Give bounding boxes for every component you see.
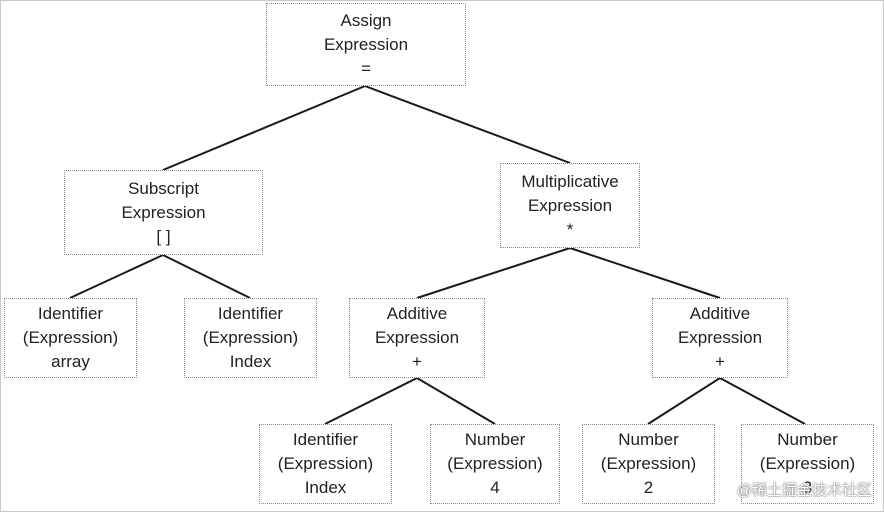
edge-add2-num3 bbox=[719, 377, 806, 425]
node-label-line: (Expression) bbox=[22, 328, 119, 347]
node-label-line: 3 bbox=[802, 478, 813, 497]
node-label-line: Identifier bbox=[292, 430, 359, 449]
node-label-line: Expression bbox=[121, 202, 206, 222]
node-label-line: Multiplicative bbox=[521, 171, 619, 191]
node-number-4: Number (Expression) 4 bbox=[430, 424, 560, 504]
node-label-line: Expression bbox=[527, 195, 613, 215]
node-label-line: Assign bbox=[340, 10, 392, 30]
edge-assign-mult bbox=[364, 85, 571, 164]
edge-mult-add2 bbox=[569, 247, 721, 299]
node-multiplicative-expression: Multiplicative Expression * bbox=[500, 163, 640, 248]
node-label-line: Subscript bbox=[128, 178, 199, 198]
node-label-line: 2 bbox=[643, 478, 654, 497]
node-label-line: 4 bbox=[490, 478, 500, 497]
node-label-line: Expression bbox=[677, 328, 763, 347]
node-label-line: = bbox=[361, 58, 371, 78]
node-label-line: [ ] bbox=[156, 226, 171, 246]
node-label-line: Identifier bbox=[37, 304, 104, 323]
node-subscript-expression: Subscript Expression [ ] bbox=[64, 170, 263, 255]
edge-assign-subscript bbox=[162, 85, 366, 171]
node-label-line: Identifier bbox=[217, 304, 284, 323]
node-label-line: Additive bbox=[689, 304, 751, 323]
node-label-line: (Expression) bbox=[759, 454, 856, 473]
node-label-line: Additive bbox=[386, 304, 448, 323]
edge-add2-num2 bbox=[647, 377, 721, 425]
edge-mult-add1 bbox=[416, 247, 571, 299]
node-label-line: Number bbox=[618, 430, 679, 449]
node-label-line: (Expression) bbox=[600, 454, 697, 473]
watermark-text: @稀土掘金技术社区 bbox=[736, 482, 872, 499]
node-additive-expression-left: Additive Expression + bbox=[349, 298, 485, 378]
node-label-line: Expression bbox=[374, 328, 460, 347]
node-label-line: * bbox=[566, 219, 574, 239]
node-assign-expression: Assign Expression = bbox=[266, 3, 466, 86]
node-label-line: + bbox=[412, 352, 422, 371]
edge-add1-num4 bbox=[416, 377, 496, 425]
node-number-3: Number (Expression) 3 bbox=[741, 424, 874, 504]
node-identifier-index-bottom: Identifier (Expression) Index bbox=[259, 424, 392, 504]
node-label-line: Index bbox=[304, 478, 347, 497]
edge-subscript-id-index bbox=[162, 254, 251, 299]
node-identifier-index: Identifier (Expression) Index bbox=[184, 298, 317, 378]
node-label-line: (Expression) bbox=[447, 454, 543, 473]
node-label-line: Expression bbox=[323, 34, 409, 54]
edge-subscript-id-array bbox=[69, 254, 164, 299]
node-label-line: Number bbox=[777, 430, 838, 449]
node-label-line: (Expression) bbox=[202, 328, 299, 347]
node-label-line: Index bbox=[229, 352, 272, 371]
node-label-line: + bbox=[715, 352, 725, 371]
node-label-line: (Expression) bbox=[277, 454, 374, 473]
node-identifier-array: Identifier (Expression) array bbox=[4, 298, 137, 378]
node-number-2: Number (Expression) 2 bbox=[582, 424, 715, 504]
node-label-line: Number bbox=[464, 430, 526, 449]
node-label-line: array bbox=[51, 352, 90, 371]
node-additive-expression-right: Additive Expression + bbox=[652, 298, 788, 378]
edge-add1-id-index2 bbox=[324, 377, 418, 425]
